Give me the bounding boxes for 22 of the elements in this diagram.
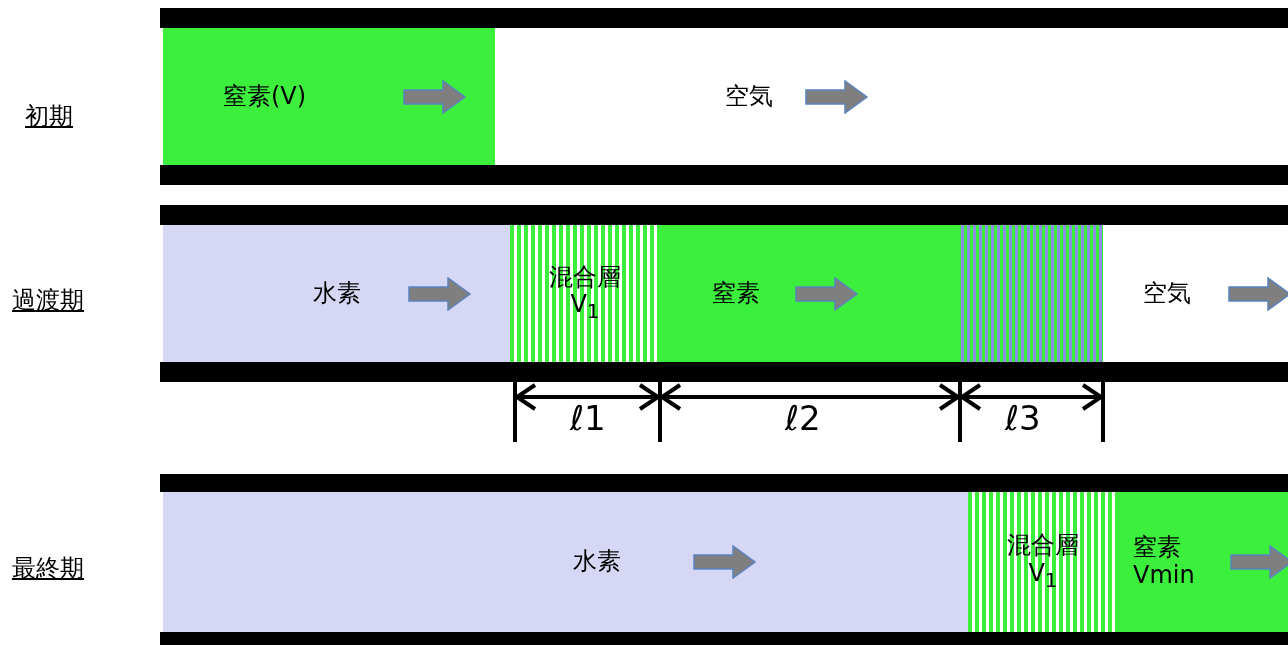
dimension-label: ℓ3 <box>1005 398 1041 438</box>
dimension-label: ℓ2 <box>785 398 821 438</box>
mixed-layer-section <box>958 225 1103 362</box>
gas-section <box>163 492 968 632</box>
gas-section <box>163 28 495 165</box>
gas-section <box>660 225 958 362</box>
section-label: 窒素 <box>712 279 760 308</box>
stage-label: 初期 <box>25 101 73 132</box>
gas-section <box>163 225 510 362</box>
dimension-label: ℓ1 <box>570 398 606 438</box>
section-label: 窒素 <box>1133 534 1181 562</box>
section-label: 空気 <box>1143 279 1191 308</box>
stage-label: 過渡期 <box>12 285 84 316</box>
section-label: 窒素(V) <box>223 82 307 111</box>
section-label: Vmin <box>1133 562 1195 590</box>
section-label: 水素 <box>313 279 361 308</box>
section-label: 水素 <box>573 548 621 576</box>
mixed-layer-section <box>968 492 1118 632</box>
section-label: 空気 <box>725 82 773 111</box>
mixed-layer-section <box>510 225 660 362</box>
gas-section <box>1118 492 1288 632</box>
stage-label: 最終期 <box>12 553 84 584</box>
